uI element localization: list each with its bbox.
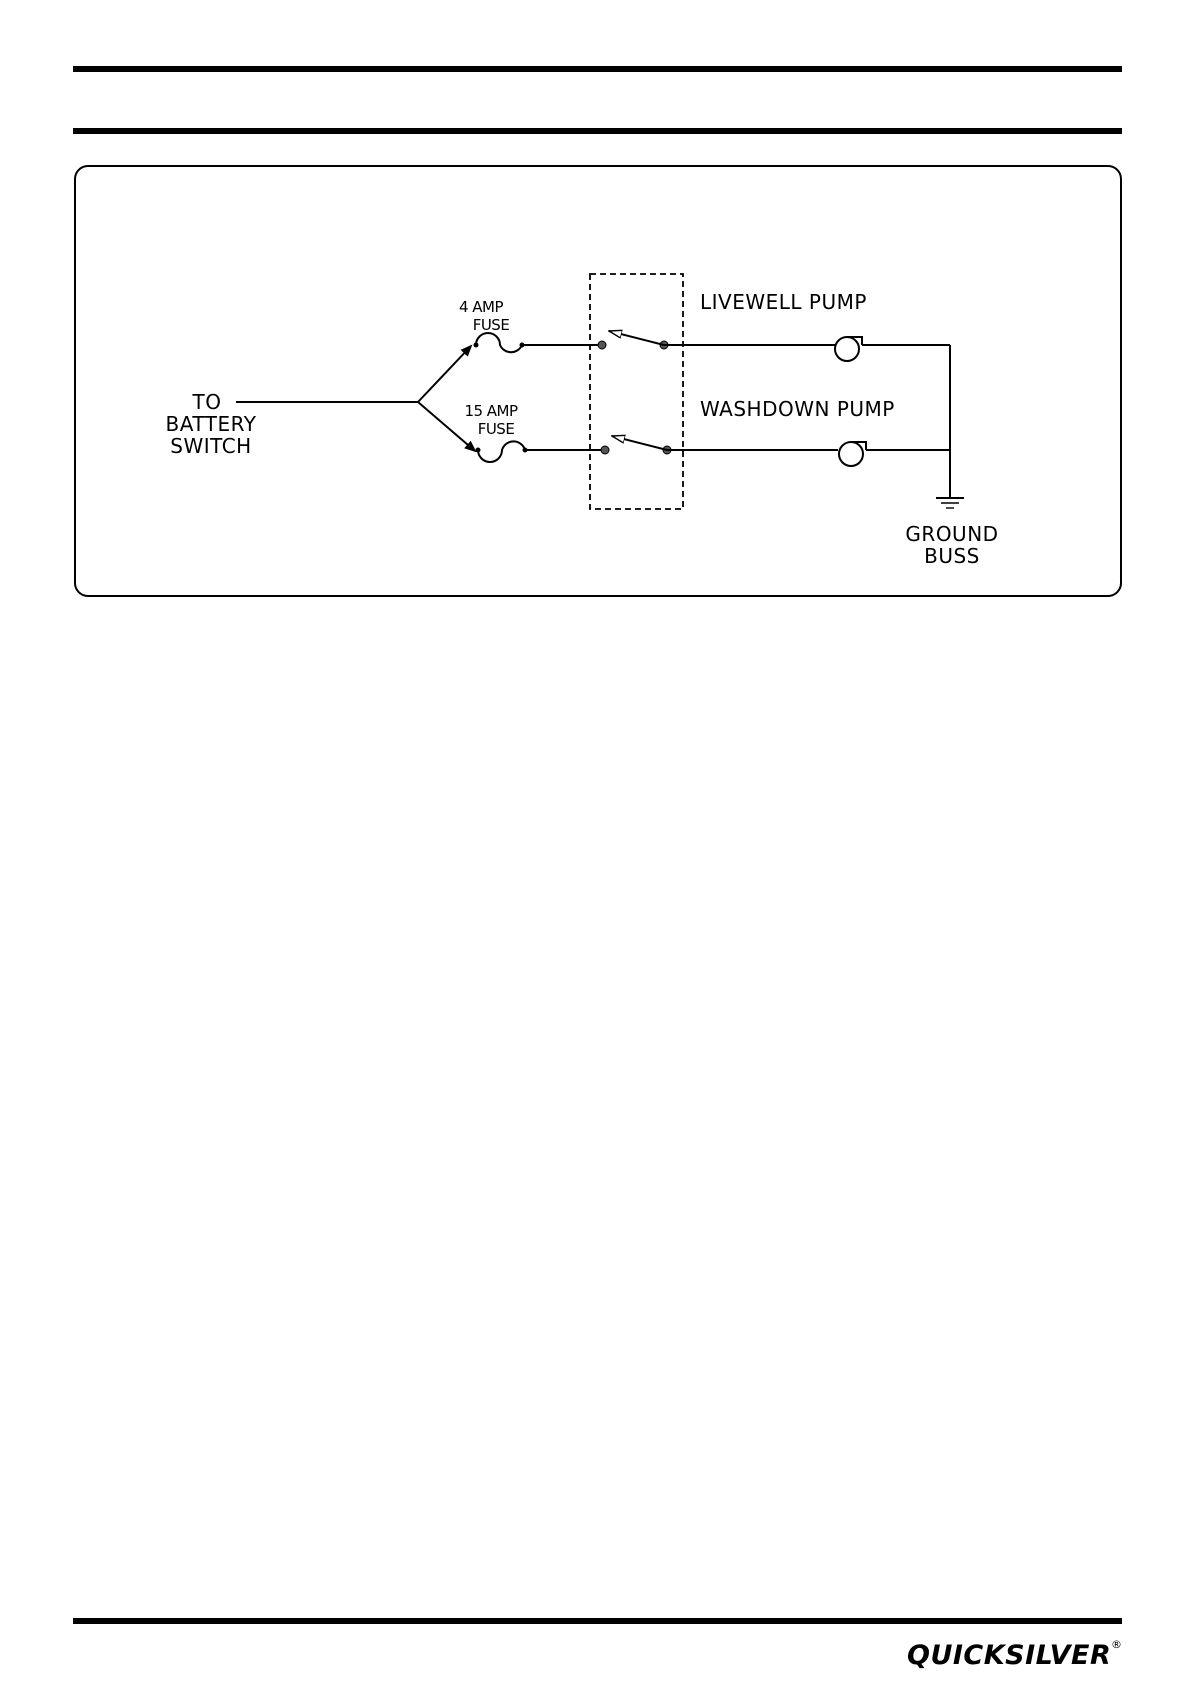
brand-wordmark: QUICKSILVER: [907, 1640, 1111, 1671]
washdown-pump-icon: [839, 442, 866, 466]
label-ground: GROUND: [905, 522, 998, 546]
switch-panel-box: [590, 274, 683, 509]
registered-mark: ®: [1111, 1638, 1122, 1651]
label-switch: SWITCH: [170, 434, 251, 458]
switch-1-terminal-in: [598, 341, 606, 349]
switch-1-lever-icon: [609, 331, 664, 345]
ground-icon: [936, 498, 964, 508]
label-buss: BUSS: [924, 544, 980, 568]
label-fuse-4-type: FUSE: [473, 316, 510, 334]
label-fuse-15-rating: 15 AMP: [464, 402, 518, 420]
label-fuse-15-type: FUSE: [478, 420, 515, 438]
switch-2-lever-icon: [612, 436, 667, 450]
footer-rule: [73, 1618, 1122, 1624]
fuse-4-icon: [476, 333, 522, 352]
livewell-pump-icon: [834, 337, 862, 361]
quicksilver-logo: QUICKSILVER ®: [907, 1636, 1122, 1672]
fuse-15-icon: [478, 441, 525, 462]
label-washdown-pump: WASHDOWN PUMP: [700, 397, 895, 421]
label-fuse-4-rating: 4 AMP: [459, 298, 504, 316]
switch-2-terminal-in: [601, 446, 609, 454]
label-battery: BATTERY: [166, 412, 257, 436]
label-to: TO: [192, 390, 222, 414]
branch-wire-top: [418, 346, 471, 402]
label-livewell-pump: LIVEWELL PUMP: [700, 290, 867, 314]
